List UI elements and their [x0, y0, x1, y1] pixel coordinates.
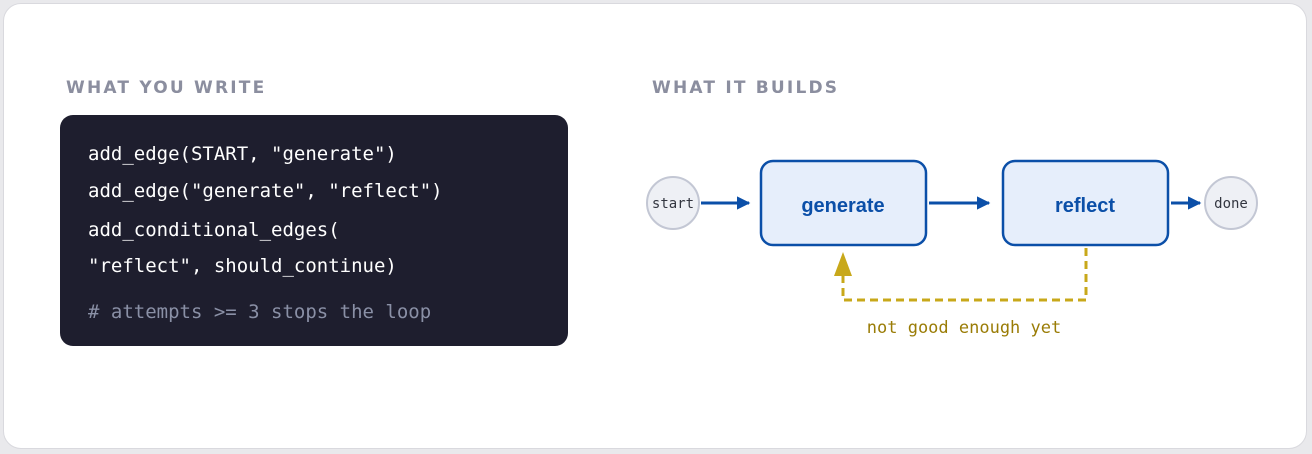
code-line-conditional-edges: add_conditional_edges(	[88, 219, 340, 241]
done-node: done	[1204, 176, 1258, 230]
edge-loop-reflect-to-generate	[841, 248, 1088, 302]
start-node: start	[646, 176, 700, 230]
reflect-node: reflect	[1001, 159, 1170, 247]
what-you-write-heading: WHAT YOU WRITE	[66, 78, 267, 98]
code-line-conditional-args: "reflect", should_continue)	[88, 255, 397, 277]
done-node-label: done	[1214, 196, 1248, 212]
code-block: add_edge(START, "generate") add_edge("ge…	[60, 115, 568, 346]
code-comment: # attempts >= 3 stops the loop	[88, 301, 432, 323]
start-node-circle	[646, 176, 700, 230]
generate-node: generate	[759, 159, 928, 247]
reflect-node-label: reflect	[1055, 195, 1115, 217]
code-line-generate-reflect-edge: add_edge("generate", "reflect")	[88, 180, 443, 202]
loop-arrowhead	[834, 252, 852, 276]
what-it-builds-heading: WHAT IT BUILDS	[652, 78, 840, 98]
generate-node-label: generate	[801, 195, 884, 217]
loop-label: not good enough yet	[867, 318, 1061, 338]
done-node-circle	[1204, 176, 1258, 230]
code-line-start-edge: add_edge(START, "generate")	[88, 143, 397, 165]
generate-node-box	[759, 159, 928, 247]
start-node-label: start	[652, 196, 694, 212]
reflect-node-box	[1001, 159, 1170, 247]
